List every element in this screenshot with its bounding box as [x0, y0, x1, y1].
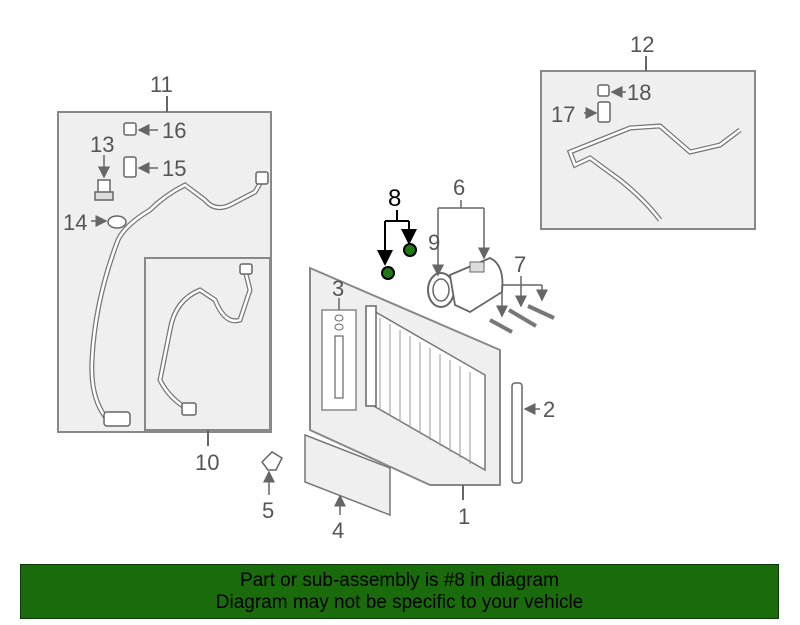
panel-12-hose-assembly — [540, 56, 756, 230]
callout-6: 6 — [453, 175, 465, 200]
callout-9: 9 — [428, 230, 440, 255]
callout-14: 14 — [63, 210, 87, 235]
seal-strip — [511, 382, 540, 484]
parts-diagram: 1 2 3 4 5 6 7 8 9 10 11 12 13 14 15 16 1… — [57, 32, 756, 543]
compressor — [427, 200, 504, 314]
callout-8: 8 — [388, 185, 401, 212]
callout-1: 1 — [458, 504, 470, 529]
callout-12: 12 — [630, 32, 654, 57]
callout-13: 13 — [90, 132, 114, 157]
condenser-assembly — [309, 266, 501, 500]
banner-line-1: Part or sub-assembly is #8 in diagram — [240, 570, 559, 591]
info-banner: Part or sub-assembly is #8 in diagram Di… — [20, 564, 779, 619]
callout-3: 3 — [332, 276, 344, 301]
callout-4: 4 — [332, 518, 344, 543]
callout-17: 17 — [551, 102, 575, 127]
banner-line-2: Diagram may not be specific to your vehi… — [215, 592, 584, 613]
bolts — [489, 276, 555, 334]
callout-10: 10 — [195, 450, 219, 475]
air-deflector-panel — [304, 433, 391, 517]
callout-16: 16 — [162, 118, 186, 143]
callout-7: 7 — [514, 252, 526, 277]
callout-15: 15 — [162, 156, 186, 181]
callout-2: 2 — [543, 397, 555, 422]
callout-5: 5 — [262, 498, 274, 523]
panel-10-hose — [144, 257, 271, 446]
bracket — [261, 451, 283, 495]
callout-11: 11 — [150, 72, 173, 97]
part-8-seals — [377, 210, 417, 280]
callout-18: 18 — [627, 80, 651, 105]
